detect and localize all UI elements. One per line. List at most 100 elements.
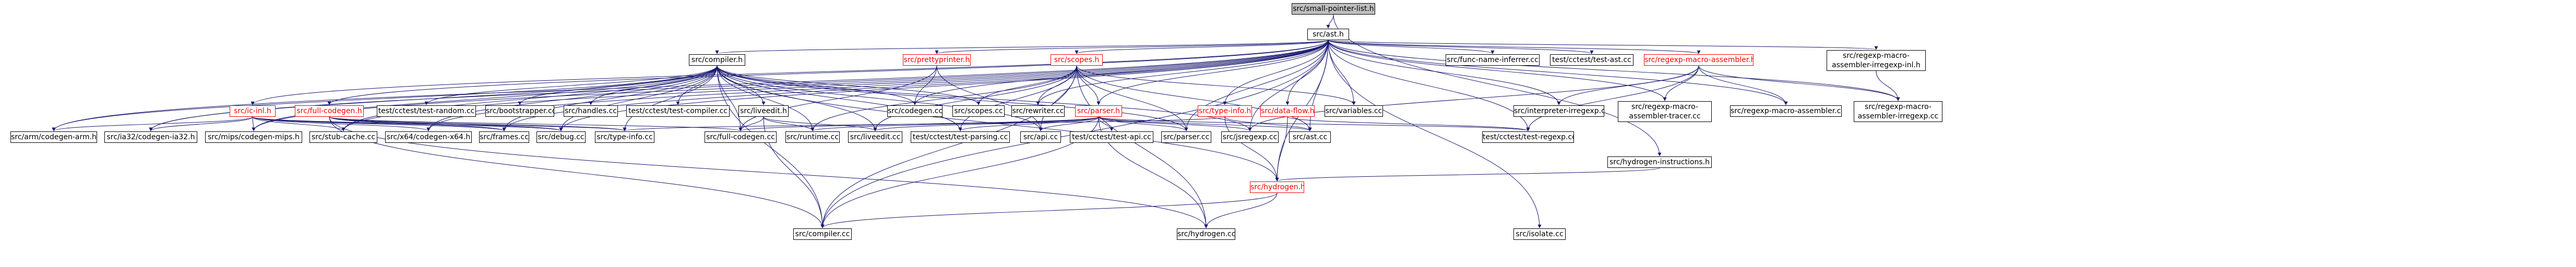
node-ic-inl-h[interactable]: src/ic-inl.h <box>230 105 276 117</box>
edge-ast_h-to-isolate_cc <box>1328 40 1542 228</box>
node-rewriter-cc[interactable]: src/rewriter.cc <box>1011 105 1065 117</box>
node-ast-cc[interactable]: src/ast.cc <box>1289 131 1331 143</box>
edge-compiler_h-to-arm_codegen_arm <box>52 65 718 131</box>
node-jsregexp-cc[interactable]: src/jsregexp.cc <box>1221 131 1279 143</box>
node-full-codegen-cc[interactable]: src/full-codegen.cc <box>705 131 777 143</box>
node-ia32-codegen-ia32-h[interactable]: src/ia32/codegen-ia32.h <box>104 131 197 143</box>
node-scopes-h[interactable]: src/scopes.h <box>1051 54 1103 66</box>
edge-ast_h-to-x64_codegen_x64 <box>426 40 1329 131</box>
node-full-codegen-h[interactable]: src/full-codegen.h <box>295 105 364 117</box>
node-hydrogen-cc[interactable]: src/hydrogen.cc <box>1177 228 1235 240</box>
edge-type_info_h-to-hydrogen_h <box>1224 116 1279 181</box>
edge-ast_h-to-rewriter_cc <box>1036 40 1329 105</box>
node-type-info-h[interactable]: src/type-info.h <box>1198 105 1252 117</box>
node-hydrogen-h[interactable]: src/hydrogen.h <box>1250 181 1304 193</box>
node-frames-cc[interactable]: src/frames.cc <box>479 131 529 143</box>
edge-ic_inl_h-to-debug_cc <box>252 116 563 131</box>
edge-parser_h-to-test_api <box>1098 116 1114 131</box>
node-interpreter-irregexp-cc[interactable]: src/interpreter-irregexp.cc <box>1513 105 1604 117</box>
node-variables-cc[interactable]: src/variables.cc <box>1325 105 1383 117</box>
edge-parser_h-to-jsregexp_cc <box>1098 116 1252 131</box>
edge-ast_h-to-ic_inl_h <box>251 40 1329 105</box>
node-compiler-cc[interactable]: src/compiler.cc <box>793 228 852 240</box>
node-test-regexp-cc[interactable]: test/cctest/test-regexp.cc <box>1482 131 1574 143</box>
edge-scopes_h-to-variables_cc <box>1076 65 1356 105</box>
edge-ic_inl_h-to-arm_codegen_arm <box>52 116 253 131</box>
edge-compiler_h-to-api_cc <box>717 65 1043 131</box>
edge-compiler_h-to-scopes_cc <box>717 65 981 105</box>
edge-compiler_h-to-frames_cc <box>502 65 718 131</box>
edge-regexp_macro_assembler_h-to-test_regexp <box>1526 65 1699 131</box>
edge-small_pointer_list-to-hydrogen_instructions_h <box>1333 14 1662 156</box>
node-mips-codegen-mips-h[interactable]: src/mips/codegen-mips.h <box>205 131 302 143</box>
edge-compiler_h-to-ia32_codegen_ia32 <box>149 65 718 131</box>
node-test-compiler-cc[interactable]: test/cctest/test-compiler.cc <box>626 105 730 117</box>
node-data-flow-h[interactable]: src/data-flow.h <box>1260 105 1315 117</box>
edge-ic_inl_h-to-x64_codegen_x64 <box>252 116 431 131</box>
edge-hydrogen_instructions_h-to-hydrogen_h <box>1275 167 1660 181</box>
edge-liveedit_h-to-runtime_cc <box>763 116 815 131</box>
node-isolate-cc[interactable]: src/isolate.cc <box>1513 228 1566 240</box>
node-prettyprinter-h[interactable]: src/prettyprinter.h <box>903 54 971 66</box>
node-parser-h[interactable]: src/parser.h <box>1075 105 1122 117</box>
edge-prettyprinter_h-to-codegen_cc <box>913 65 937 105</box>
node-parser-cc[interactable]: src/parser.cc <box>1161 131 1211 143</box>
node-ast-h[interactable]: src/ast.h <box>1307 29 1349 40</box>
edge-full_codegen_h-to-debug_cc <box>329 116 563 131</box>
edge-ast_h-to-frames_cc <box>502 40 1329 131</box>
node-regexp-macro-assembler-h[interactable]: src/regexp-macro-assembler.h <box>1644 54 1754 66</box>
node-regexp-macro-assembler-cc[interactable]: src/regexp-macro-assembler.cc <box>1730 105 1842 117</box>
node-x64-codegen-x64-h[interactable]: src/x64/codegen-x64.h <box>385 131 472 143</box>
node-type-info-cc[interactable]: src/type-info.cc <box>595 131 654 143</box>
node-small-pointer-list-h[interactable]: src/small-pointer-list.h <box>1292 3 1375 15</box>
node-runtime-cc[interactable]: src/runtime.cc <box>785 131 840 143</box>
node-regexp-macro-assembler-irregexp-cc[interactable]: src/regexp-macro-assembler-irregexp.cc <box>1854 101 1942 122</box>
node-hydrogen-instructions-h[interactable]: src/hydrogen-instructions.h <box>1607 156 1712 168</box>
edge-full_codegen_h-to-type_info_cc <box>329 116 627 131</box>
edge-compiler_h-to-test_random <box>424 65 718 105</box>
edge-parser_h-to-api_cc <box>1039 116 1099 131</box>
edge-small_pointer_list-to-ast_h <box>1326 14 1334 29</box>
edge-parser_h-to-liveedit_cc <box>873 116 1099 131</box>
node-stub-cache-cc[interactable]: src/stub-cache.cc <box>309 131 377 143</box>
node-regexp-macro-assembler-irregexp-inl-h[interactable]: src/regexp-macro-assembler-irregexp-inl.… <box>1827 50 1926 71</box>
edge-compiler_h-to-jsregexp_cc <box>717 65 1252 131</box>
edge-prettyprinter_h-to-full_codegen_cc <box>738 65 937 131</box>
edge-ic_inl_h-to-mips_codegen_mips <box>252 116 256 131</box>
node-test-random-cc[interactable]: test/cctest/test-random.cc <box>377 105 476 117</box>
edge-full_codegen_h-to-frames_cc <box>329 116 506 131</box>
edge-compiler_h-to-x64_codegen_x64 <box>426 65 718 131</box>
node-liveedit-h[interactable]: src/liveedit.h <box>738 105 789 117</box>
node-regexp-macro-assembler-tracer-cc[interactable]: src/regexp-macro-assembler-tracer.cc <box>1618 101 1712 122</box>
edge-regexp_macro_assembler_irregexp_inl-to-regexp_macro_assembler_irregexp_cc <box>1876 70 1900 101</box>
node-api-cc[interactable]: src/api.cc <box>1020 131 1061 143</box>
node-codegen-cc[interactable]: src/codegen.cc <box>887 105 943 117</box>
edge-scopes_h-to-liveedit_cc <box>873 65 1077 131</box>
edge-full_codegen_h-to-full_codegen_cc <box>329 116 743 131</box>
node-handles-cc[interactable]: src/handles.cc <box>564 105 618 117</box>
edge-regexp_macro_assembler_h-to-regexp_macro_assembler_irregexp_cc <box>1698 65 1900 101</box>
node-test-parsing-cc[interactable]: test/cctest/test-parsing.cc <box>911 131 1010 143</box>
edge-scopes_h-to-compiler_cc <box>820 65 1077 228</box>
node-liveedit-cc[interactable]: src/liveedit.cc <box>848 131 902 143</box>
node-compiler-h[interactable]: src/compiler.h <box>689 54 745 66</box>
edge-ast_h-to-regexp_macro_assembler_h <box>1328 40 1701 54</box>
node-debug-cc[interactable]: src/debug.cc <box>536 131 586 143</box>
edge-ast_h-to-scopes_h <box>1075 40 1329 54</box>
edge-compiler_h-to-type_info_cc <box>623 65 718 131</box>
edge-ast_h-to-regexp_macro_assembler_tracer <box>1328 40 1667 101</box>
edge-parser_h-to-ast_cc <box>1098 116 1312 131</box>
node-test-api-cc[interactable]: test/cctest/test-api.cc <box>1070 131 1153 143</box>
edge-parser_h-to-test_parsing <box>958 116 1099 131</box>
edge-data_flow_h-to-hydrogen_h <box>1275 116 1288 181</box>
node-arm-codegen-arm-h[interactable]: src/arm/codegen-arm.h <box>10 131 97 143</box>
edge-compiler_h-to-test_compiler <box>676 65 718 105</box>
node-bootstrapper-cc[interactable]: src/bootstrapper.cc <box>485 105 554 117</box>
edge-data_flow_h-to-test_regexp <box>1287 116 1530 131</box>
node-func-name-inferrer-cc[interactable]: src/func-name-inferrer.cc <box>1446 54 1540 66</box>
node-scopes-cc[interactable]: src/scopes.cc <box>952 105 1005 117</box>
edge-ast_h-to-prettyprinter_h <box>935 40 1329 54</box>
node-test-ast-cc[interactable]: test/cctest/test-ast.cc <box>1550 54 1633 66</box>
edge-parser_h-to-parser_cc <box>1098 116 1188 131</box>
edge-compiler_h-to-bootstrapper_cc <box>518 65 718 105</box>
